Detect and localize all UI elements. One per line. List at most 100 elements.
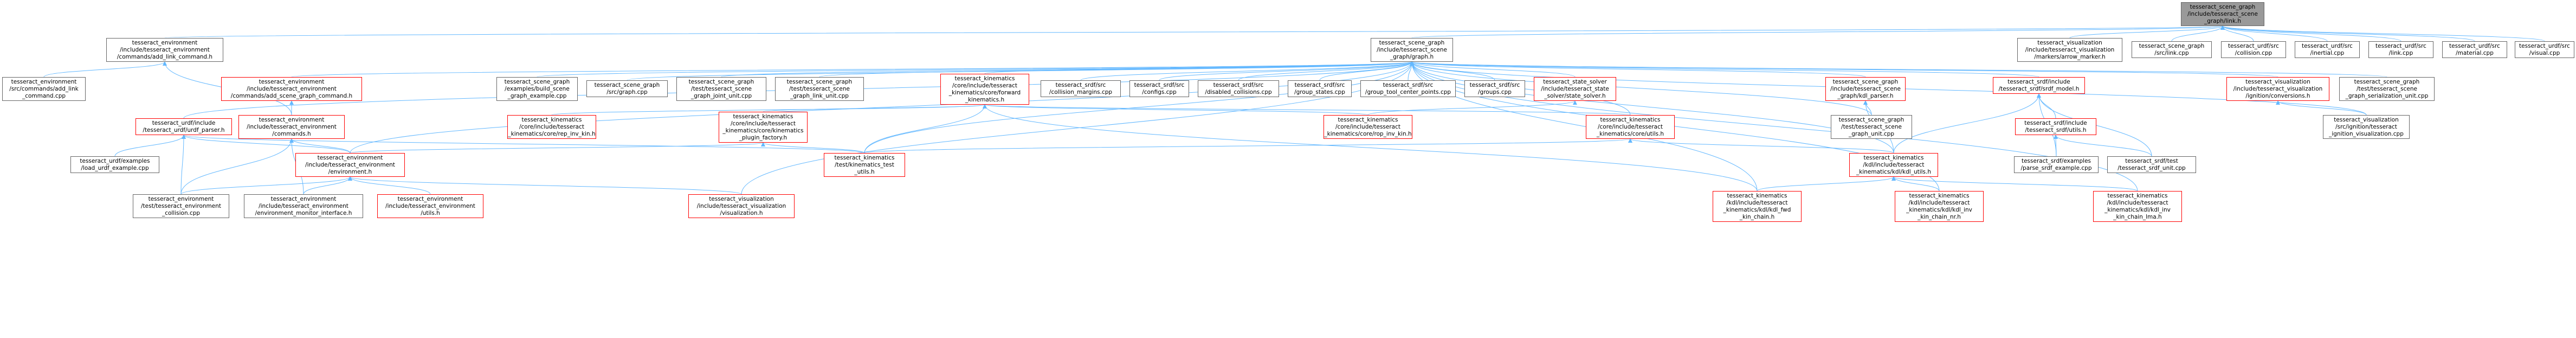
node-arrow-marker-h[interactable]: tesseract_visualization /include/tessera… xyxy=(2017,38,2122,62)
node-disabled-collisions-cpp[interactable]: tesseract_srdf/src /disabled_collisions.… xyxy=(1198,80,1279,97)
node-label: tesseract_srdf/examples /parse_srdf_exam… xyxy=(2020,157,2092,171)
node-tesseract-ignition-visualization-cpp[interactable]: tesseract_visualization /src/ignition/te… xyxy=(2323,115,2410,139)
node-environment-monitor-interface-h[interactable]: tesseract_environment /include/tesseract… xyxy=(244,194,363,218)
node-label: tesseract_urdf/src /inertial.cpp xyxy=(2302,42,2353,56)
node-add-scene-graph-command-h[interactable]: tesseract_environment /include/tesseract… xyxy=(221,77,362,101)
node-label: tesseract_srdf/test /tesseract_srdf_unit… xyxy=(2117,157,2186,171)
node-inertial-cpp[interactable]: tesseract_urdf/src /inertial.cpp xyxy=(2295,41,2360,58)
node-label: tesseract_scene_graph /include/tesseract… xyxy=(1830,78,1901,99)
node-label: tesseract_kinematics /test/kinematics_te… xyxy=(834,154,895,175)
node-environment-utils-h[interactable]: tesseract_environment /include/tesseract… xyxy=(377,194,483,218)
node-kinematics-utils-h[interactable]: tesseract_kinematics /core/include/tesse… xyxy=(1586,115,1675,139)
node-label: tesseract_kinematics /kdl/include/tesser… xyxy=(2104,192,2171,220)
node-label: tesseract_scene_graph /src/link.cpp xyxy=(2139,42,2205,56)
dependency-edge xyxy=(1891,176,2138,192)
node-kdl-inv-kin-chain-nr-h[interactable]: tesseract_kinematics /kdl/include/tesser… xyxy=(1895,191,1984,222)
node-label: tesseract_scene_graph /include/tesseract… xyxy=(2187,3,2258,24)
node-add-link-command-h[interactable]: tesseract_environment /include/tesseract… xyxy=(106,38,223,62)
node-rop-inv-kin-h[interactable]: tesseract_kinematics /core/include/tesse… xyxy=(1323,115,1412,139)
dependency-edge xyxy=(864,138,1632,154)
node-groups-cpp[interactable]: tesseract_srdf/src /groups.cpp xyxy=(1464,80,1525,97)
dependency-edge xyxy=(1238,61,1414,81)
dependency-edge xyxy=(180,176,352,195)
node-label: tesseract_environment /include/tesseract… xyxy=(255,195,352,216)
node-label: tesseract_srdf/src /groups.cpp xyxy=(1469,81,1520,95)
dependency-edge xyxy=(348,176,431,195)
dependency-edge xyxy=(1367,100,1577,116)
dependency-edge xyxy=(2069,25,2225,39)
dependency-edge xyxy=(2220,25,2254,42)
node-kinematics-test-utils-h[interactable]: tesseract_kinematics /test/kinematics_te… xyxy=(824,153,905,177)
node-forward-kinematics-h[interactable]: tesseract_kinematics /core/include/tesse… xyxy=(940,74,1029,105)
node-group-states-cpp[interactable]: tesseract_srdf/src /group_states.cpp xyxy=(1288,80,1352,97)
dependency-edge xyxy=(114,135,186,157)
node-ignition-conversions-h[interactable]: tesseract_visualization /include/tessera… xyxy=(2226,77,2329,101)
dependency-edge xyxy=(1410,61,1872,116)
node-add-link-command-cpp[interactable]: tesseract_environment /src/commands/add_… xyxy=(2,77,86,101)
node-srdf-utils-h[interactable]: tesseract_srdf/include /tesseract_srdf/u… xyxy=(2015,118,2096,135)
dependency-edge xyxy=(182,135,351,154)
node-kdl-fwd-kin-chain-h[interactable]: tesseract_kinematics /kdl/include/tesser… xyxy=(1713,191,1802,222)
node-label: tesseract_scene_graph /examples/build_sc… xyxy=(504,78,570,99)
node-visualization-h[interactable]: tesseract_visualization /include/tessera… xyxy=(688,194,795,218)
node-graph-cpp[interactable]: tesseract_scene_graph /src/graph.cpp xyxy=(586,80,668,97)
node-label: tesseract_environment /include/tesseract… xyxy=(305,154,395,175)
node-scene-graph-link-unit-cpp[interactable]: tesseract_scene_graph /test/tesseract_sc… xyxy=(775,77,864,101)
dependency-edge xyxy=(43,61,167,78)
node-label: tesseract_scene_graph /test/tesseract_sc… xyxy=(786,78,853,99)
dependency-edge xyxy=(2220,25,2328,42)
node-label: tesseract_srdf/src /collision_margins.cp… xyxy=(1049,81,1113,95)
dependency-edge xyxy=(1410,61,2387,78)
dependency-edge xyxy=(983,104,1758,192)
node-kdl-utils-h[interactable]: tesseract_kinematics /kdl/include/tesser… xyxy=(1849,153,1938,177)
dependency-edge xyxy=(348,176,742,195)
dependency-edge xyxy=(1410,61,2039,78)
dependency-edge xyxy=(2220,25,2545,42)
node-commands-h[interactable]: tesseract_environment /include/tesseract… xyxy=(238,115,345,139)
node-scene-graph-joint-unit-cpp[interactable]: tesseract_scene_graph /test/tesseract_sc… xyxy=(676,77,766,101)
node-label: tesseract_scene_graph /include/tesseract… xyxy=(1377,39,1447,60)
dependency-edge xyxy=(984,61,1414,74)
node-label: tesseract_urdf/include /tesseract_urdf/u… xyxy=(143,119,225,133)
node-graph-h[interactable]: tesseract_scene_graph /include/tesseract… xyxy=(1371,38,1453,62)
node-visual-cpp[interactable]: tesseract_urdf/src /visual.cpp xyxy=(2515,41,2574,58)
node-label: tesseract_state_solver /include/tesserac… xyxy=(1541,78,1609,99)
dependency-edge xyxy=(551,104,987,116)
node-rep-inv-kin-h[interactable]: tesseract_kinematics /core/include/tesse… xyxy=(507,115,596,139)
node-state-solver-h[interactable]: tesseract_state_solver /include/tesserac… xyxy=(1534,77,1616,101)
node-kdl-parser-h[interactable]: tesseract_scene_graph /include/tesseract… xyxy=(1825,77,1906,101)
dependency-edge xyxy=(819,61,1414,78)
node-collision-cpp[interactable]: tesseract_urdf/src /collision.cpp xyxy=(2221,41,2286,58)
node-srdf-model-h[interactable]: tesseract_srdf/include /tesseract_srdf/s… xyxy=(1993,77,2085,94)
node-kinematics-plugin-factory-h[interactable]: tesseract_kinematics /core/include/tesse… xyxy=(719,112,808,143)
node-parse-srdf-example-cpp[interactable]: tesseract_srdf/examples /parse_srdf_exam… xyxy=(2014,156,2099,173)
node-label: tesseract_environment /src/commands/add_… xyxy=(9,78,79,99)
node-scene-graph-unit-cpp[interactable]: tesseract_scene_graph /test/tesseract_sc… xyxy=(1831,115,1912,139)
node-label: tesseract_scene_graph /test/tesseract_sc… xyxy=(1838,116,1904,137)
dependency-edge xyxy=(1410,61,1866,78)
node-srdf-unit-cpp[interactable]: tesseract_srdf/test /tesseract_srdf_unit… xyxy=(2107,156,2196,173)
dependency-edge xyxy=(1319,61,1414,81)
node-link-cpp[interactable]: tesseract_scene_graph /src/link.cpp xyxy=(2132,41,2212,58)
dependency-edge xyxy=(289,138,351,154)
dependency-edge xyxy=(1410,61,2278,78)
dependency-edge xyxy=(1410,61,1495,81)
node-build-scene-graph-example-cpp[interactable]: tesseract_scene_graph /examples/build_sc… xyxy=(496,77,578,101)
dependency-edge xyxy=(1757,176,1896,192)
node-scene-graph-serialization-unit-cpp[interactable]: tesseract_scene_graph /test/tesseract_sc… xyxy=(2339,77,2435,101)
dependency-edge xyxy=(2276,100,2367,116)
dependency-edge xyxy=(983,104,1631,116)
node-load-urdf-example-cpp[interactable]: tesseract_urdf/examples /load_urdf_examp… xyxy=(70,156,159,173)
node-urdf-parser-h[interactable]: tesseract_urdf/include /tesseract_urdf/u… xyxy=(135,118,232,135)
node-label: tesseract_srdf/include /tesseract_srdf/s… xyxy=(1998,78,2080,92)
node-label: tesseract_visualization /include/tessera… xyxy=(2025,39,2115,60)
dependency-edge xyxy=(2037,93,2056,119)
node-urdf-link-cpp[interactable]: tesseract_urdf/src /link.cpp xyxy=(2368,41,2433,58)
node-kdl-inv-kin-chain-lma-h[interactable]: tesseract_kinematics /kdl/include/tesser… xyxy=(2093,191,2182,222)
node-material-cpp[interactable]: tesseract_urdf/src /material.cpp xyxy=(2442,41,2507,58)
node-collision-margins-cpp[interactable]: tesseract_srdf/src /collision_margins.cp… xyxy=(1041,80,1121,97)
node-environment-h[interactable]: tesseract_environment /include/tesseract… xyxy=(295,153,405,177)
node-group-tool-center-points-cpp[interactable]: tesseract_srdf/src /group_tool_center_po… xyxy=(1360,80,1456,97)
node-environment-collision-cpp[interactable]: tesseract_environment /test/tesseract_en… xyxy=(133,194,229,218)
node-configs-cpp[interactable]: tesseract_srdf/src /configs.cpp xyxy=(1129,80,1189,97)
